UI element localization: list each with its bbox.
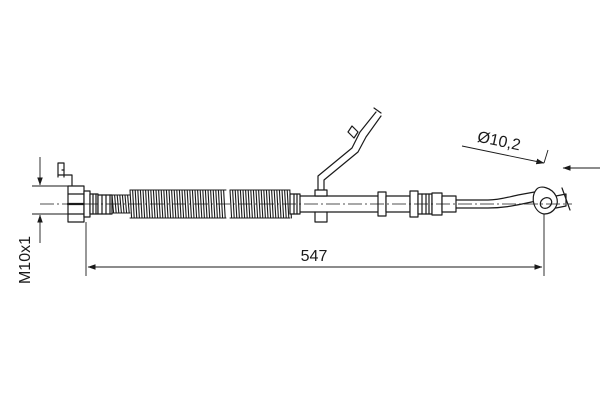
thread-dimension <box>32 157 68 243</box>
length-dimension <box>85 214 545 276</box>
thread-label: M10x1 <box>17 236 34 284</box>
diameter-dimension <box>461 145 600 171</box>
length-label: 547 <box>301 248 328 265</box>
left-end-fitting <box>57 162 113 223</box>
mounting-bracket <box>314 107 382 223</box>
brake-pipe <box>455 190 542 209</box>
banjo-eye-fitting <box>532 186 571 215</box>
